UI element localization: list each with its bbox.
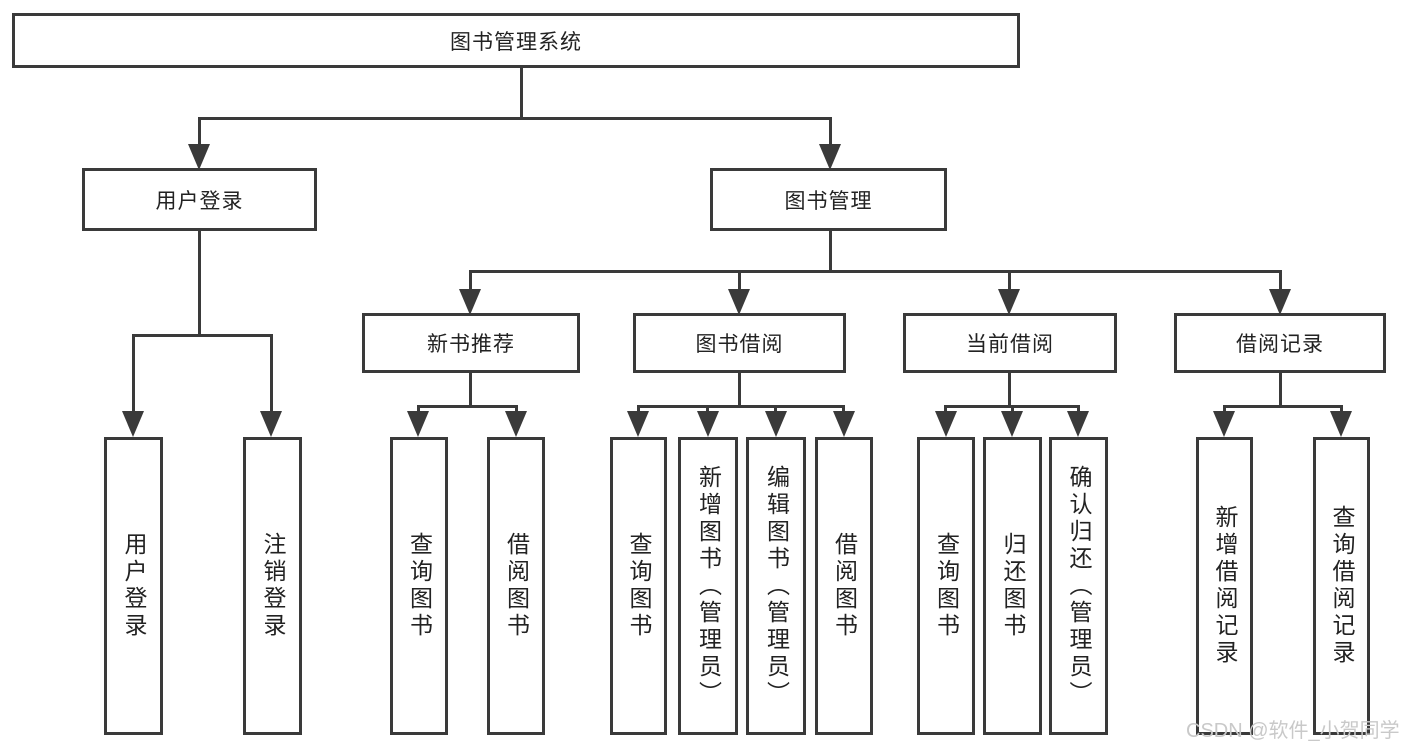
connector-line (132, 334, 135, 412)
leaf-recommend-borrow-book: 借阅图书 (487, 437, 545, 735)
leaf-current-query-book: 查询图书 (917, 437, 975, 735)
node-new-book-recommend-label: 新书推荐 (427, 333, 515, 356)
connector-line (1011, 405, 1014, 415)
connector-line (738, 270, 741, 292)
leaf-borrow-query-book: 查询图书 (610, 437, 667, 735)
connector-line (417, 405, 518, 408)
arrow-down-icon (627, 411, 649, 437)
connector-line (944, 405, 947, 415)
connector-line (198, 117, 201, 147)
node-borrow-record-label: 借阅记录 (1236, 333, 1324, 356)
leaf-return-book-label: 归还图书 (1000, 532, 1026, 640)
leaf-add-book-admin-label: 新增图书（管理员） (695, 464, 722, 708)
arrow-down-icon (1213, 411, 1235, 437)
connector-line (1223, 405, 1226, 415)
leaf-query-borrow-record-label: 查询借阅记录 (1329, 505, 1355, 667)
leaf-edit-book-admin-label: 编辑图书（管理员） (763, 464, 790, 708)
arrow-down-icon (935, 411, 957, 437)
node-root-label: 图书管理系统 (450, 30, 582, 54)
arrow-down-icon (407, 411, 429, 437)
connector-line (1008, 373, 1011, 408)
arrow-down-icon (697, 411, 719, 437)
leaf-logout-label: 注销登录 (260, 532, 286, 640)
arrow-down-icon (188, 144, 210, 170)
node-book-borrow: 图书借阅 (633, 313, 846, 373)
connector-line (637, 405, 640, 415)
node-user-login-label: 用户登录 (155, 189, 244, 213)
leaf-add-borrow-record: 新增借阅记录 (1196, 437, 1253, 735)
connector-line (515, 405, 518, 415)
node-current-borrow: 当前借阅 (903, 313, 1117, 373)
arrow-down-icon (728, 289, 750, 315)
node-root: 图书管理系统 (12, 13, 1020, 68)
node-user-login: 用户登录 (82, 168, 317, 231)
arrow-down-icon (1001, 411, 1023, 437)
leaf-add-book-admin: 新增图书（管理员） (678, 437, 738, 735)
leaf-current-query-book-label: 查询图书 (933, 532, 960, 640)
connector-line (417, 405, 420, 415)
connector-line (469, 373, 472, 408)
connector-line (637, 405, 845, 408)
connector-line (829, 117, 832, 147)
leaf-borrow-book-label: 借阅图书 (831, 532, 858, 640)
leaf-confirm-return-admin: 确认归还（管理员） (1049, 437, 1108, 735)
leaf-borrow-query-book-label: 查询图书 (626, 532, 652, 640)
connector-line (469, 270, 1282, 273)
connector-line (706, 405, 709, 415)
arrow-down-icon (459, 289, 481, 315)
connector-line (1279, 373, 1282, 408)
leaf-query-borrow-record: 查询借阅记录 (1313, 437, 1370, 735)
leaf-recommend-query-book-label: 查询图书 (406, 532, 433, 640)
leaf-add-borrow-record-label: 新增借阅记录 (1212, 505, 1238, 667)
connector-line (270, 334, 273, 412)
arrow-down-icon (833, 411, 855, 437)
node-current-borrow-label: 当前借阅 (966, 333, 1054, 356)
csdn-watermark: CSDN @软件_小贺同学 (1186, 720, 1400, 742)
connector-line (520, 68, 523, 118)
connector-line (1279, 270, 1282, 292)
arrow-down-icon (1269, 289, 1291, 315)
arrow-down-icon (1067, 411, 1089, 437)
connector-line (198, 231, 201, 336)
leaf-return-book: 归还图书 (983, 437, 1042, 735)
leaf-recommend-borrow-book-label: 借阅图书 (503, 532, 530, 640)
leaf-user-login-label: 用户登录 (121, 532, 147, 640)
leaf-user-login: 用户登录 (104, 437, 163, 735)
arrow-down-icon (1330, 411, 1352, 437)
connector-line (132, 334, 273, 337)
arrow-down-icon (260, 411, 282, 437)
leaf-edit-book-admin: 编辑图书（管理员） (746, 437, 806, 735)
connector-line (1340, 405, 1343, 415)
arrow-down-icon (819, 144, 841, 170)
leaf-recommend-query-book: 查询图书 (390, 437, 448, 735)
connector-line (1077, 405, 1080, 415)
connector-line (198, 117, 832, 120)
connector-line (829, 231, 832, 273)
connector-line (469, 270, 472, 292)
leaf-confirm-return-admin-label: 确认归还（管理员） (1066, 464, 1092, 708)
connector-line (738, 373, 741, 408)
arrow-down-icon (122, 411, 144, 437)
leaf-borrow-book: 借阅图书 (815, 437, 873, 735)
node-book-borrow-label: 图书借阅 (695, 333, 784, 356)
node-borrow-record: 借阅记录 (1174, 313, 1386, 373)
node-book-mgmt-label: 图书管理 (784, 189, 873, 213)
node-book-mgmt: 图书管理 (710, 168, 947, 231)
leaf-logout: 注销登录 (243, 437, 302, 735)
arrow-down-icon (765, 411, 787, 437)
node-new-book-recommend: 新书推荐 (362, 313, 580, 373)
connector-line (774, 405, 777, 415)
connector-line (1223, 405, 1343, 408)
arrow-down-icon (998, 289, 1020, 315)
connector-line (842, 405, 845, 415)
connector-line (1008, 270, 1011, 292)
arrow-down-icon (505, 411, 527, 437)
